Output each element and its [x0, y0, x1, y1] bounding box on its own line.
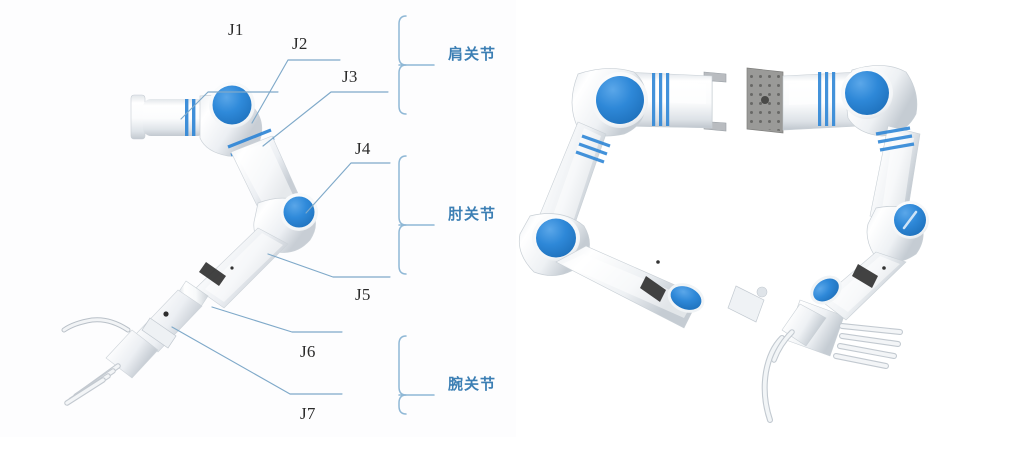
left-fingers: [833, 323, 903, 369]
group-label-elbow: 肘关节: [448, 205, 497, 223]
bracket-wrist: [398, 335, 435, 415]
j2-joint-cap: [209, 82, 255, 128]
left-forearm-joint-cap: [667, 283, 705, 313]
left-upper-ring-bands: [652, 73, 670, 126]
joint-label-j5: J5: [355, 285, 371, 304]
arm-base-link: [130, 94, 205, 140]
left-elbow-joint-cap: [532, 215, 580, 261]
bracket-elbow: [398, 155, 435, 275]
forearm-upper-link: [195, 227, 289, 309]
leader-lines-group: [171, 59, 391, 395]
leader-line-j3: [262, 91, 389, 147]
left-thumb: [761, 335, 785, 423]
leader-line-j5: [267, 253, 391, 278]
leader-line-j4: [305, 162, 391, 214]
group-label-wrist: 腕关节: [448, 375, 497, 393]
group-brackets: [398, 15, 435, 415]
leader-line-j2: [251, 59, 341, 124]
robot-fingers: [64, 363, 121, 406]
j6-wrist-collar: [141, 317, 177, 349]
right-forearm-joint-cap: [810, 275, 842, 305]
mounting-plate: [746, 67, 784, 134]
robot-thumb: [61, 317, 131, 333]
right-upper-ring-bands: [818, 72, 836, 126]
joint-label-j6: J6: [300, 342, 316, 361]
right-upper-link: [782, 71, 861, 131]
right-shoulder-joint-cap: [841, 67, 893, 119]
leader-line-j6: [211, 306, 343, 333]
right-elbow-joint-cap: [891, 201, 929, 239]
group-label-shoulder: 肩关节: [448, 45, 497, 63]
dual-arm-robot-illustration: [518, 65, 929, 423]
joint-label-j7: J7: [300, 404, 316, 423]
right-wrist-and-hand: [771, 303, 827, 363]
leader-line-j7: [171, 326, 343, 395]
left-robot-arm-illustration: [61, 82, 318, 406]
bracket-shoulder: [398, 15, 435, 115]
joint-label-j1: J1: [228, 20, 244, 39]
joint-label-j3: J3: [342, 67, 358, 86]
left-arm-ring-bands: [575, 134, 611, 164]
right-arm-ring-bands: [875, 126, 915, 152]
joint-label-j4: J4: [355, 139, 371, 158]
left-shoulder-joint-cap: [592, 72, 648, 128]
joint-label-j2: J2: [292, 34, 308, 53]
j1-ring-bands: [185, 99, 196, 136]
left-wrist-collar: [727, 285, 768, 323]
j4-joint-cap: [280, 193, 318, 231]
leader-line-j1: [180, 91, 279, 120]
